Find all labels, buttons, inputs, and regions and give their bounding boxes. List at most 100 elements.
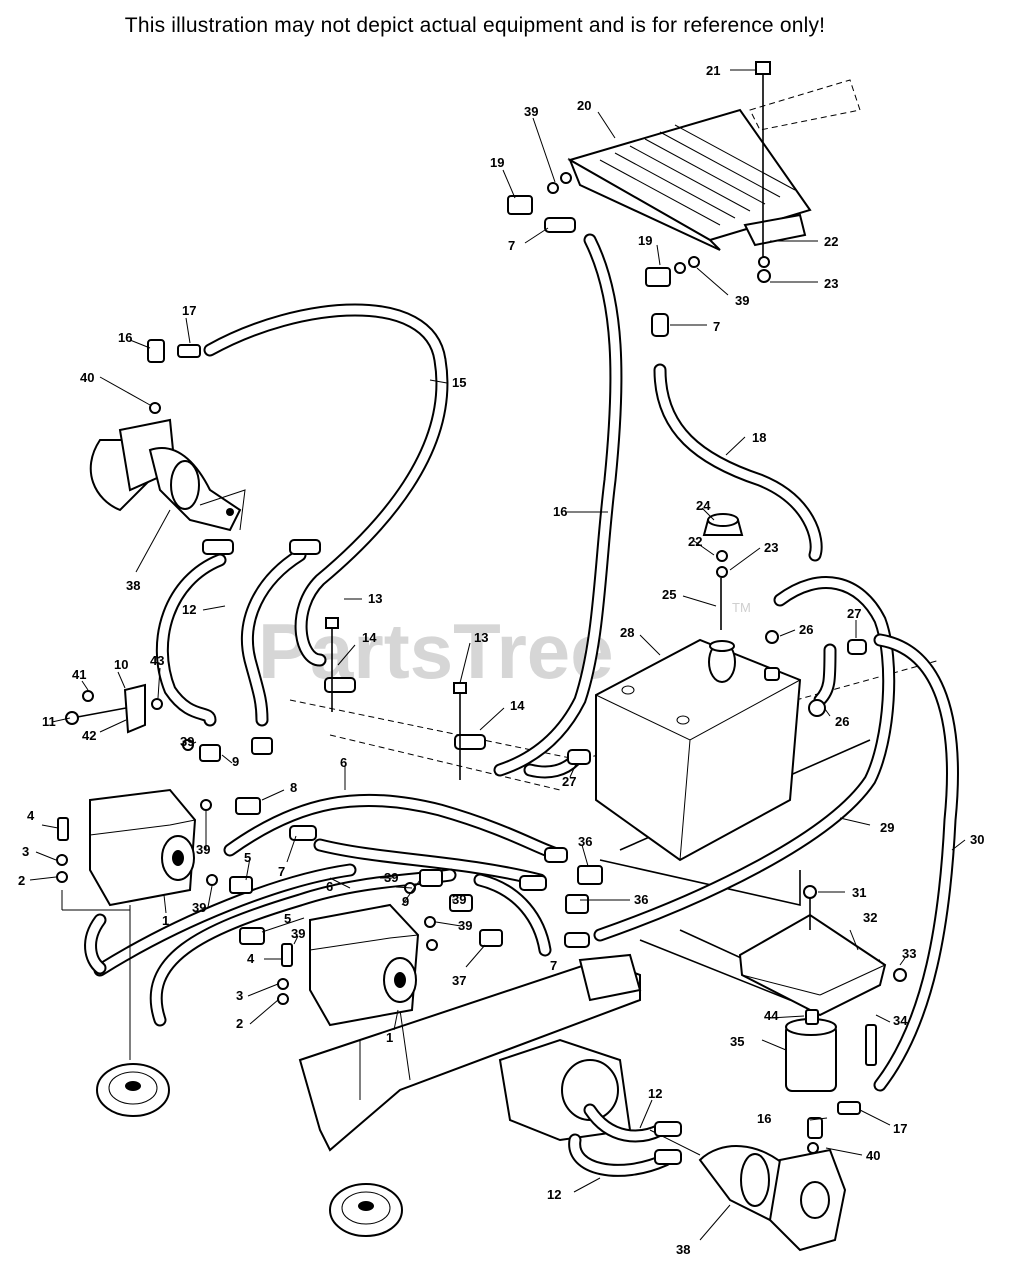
callout-21: 21 <box>706 63 720 78</box>
disclaimer-text: This illustration may not depict actual … <box>124 14 826 37</box>
callout-9b: 9 <box>232 754 239 769</box>
callout-38: 38 <box>126 578 140 593</box>
callout-41: 41 <box>72 667 86 682</box>
hydraulic-motor-upper <box>89 418 246 532</box>
fittings-pump-left <box>182 737 317 894</box>
hydraulic-tank <box>595 638 802 862</box>
callout-2b: 2 <box>18 873 25 888</box>
callout-27: 27 <box>847 606 861 621</box>
callout-7c: 7 <box>550 958 557 973</box>
callout-17: 17 <box>182 303 196 318</box>
nut-23-top <box>757 269 771 283</box>
callout-2: 2 <box>236 1016 243 1031</box>
callout-38b: 38 <box>676 1242 690 1257</box>
callout-31: 31 <box>852 885 866 900</box>
clamps-14 <box>324 617 486 780</box>
hoses <box>84 233 959 1177</box>
callout-37: 37 <box>452 973 466 988</box>
callout-22: 22 <box>824 234 838 249</box>
callout-22b: 22 <box>688 534 702 549</box>
hydraulic-filter <box>785 1009 837 1092</box>
callout-20: 20 <box>577 98 591 113</box>
callout-16: 16 <box>118 330 132 345</box>
callout-13b: 13 <box>474 630 488 645</box>
callout-39g: 39 <box>192 900 206 915</box>
callout-39f: 39 <box>291 926 305 941</box>
oil-cooler <box>567 108 812 251</box>
callout-16b: 16 <box>553 504 567 519</box>
callout-32: 32 <box>863 910 877 925</box>
wheel-hub-left <box>96 1063 170 1117</box>
callout-39e: 39 <box>384 870 398 885</box>
callout-12c: 12 <box>648 1086 662 1101</box>
callout-19b: 19 <box>638 233 652 248</box>
wheel-hub-right <box>329 1183 403 1237</box>
callout-3b: 3 <box>22 844 29 859</box>
callout-8: 8 <box>290 780 297 795</box>
callout-14: 14 <box>362 630 377 645</box>
callout-6: 6 <box>326 879 333 894</box>
callout-27b: 27 <box>562 774 576 789</box>
callout-17b: 17 <box>893 1121 907 1136</box>
callout-labels: 21 20 39 19 7 22 23 19 39 7 18 15 17 16 … <box>18 63 984 1257</box>
callout-39h: 39 <box>196 842 210 857</box>
callout-19: 19 <box>490 155 504 170</box>
breather-cap <box>702 513 744 630</box>
fittings-cooler <box>507 172 700 337</box>
callout-40b: 40 <box>866 1148 880 1163</box>
callout-15: 15 <box>452 375 466 390</box>
callout-9: 9 <box>402 894 409 909</box>
cooler-bracket <box>749 61 861 260</box>
callout-39b: 39 <box>735 293 749 308</box>
fittings-pump-right <box>239 847 603 951</box>
mount-bracket <box>65 683 163 734</box>
callout-23: 23 <box>824 276 838 291</box>
callout-33: 33 <box>902 946 916 961</box>
watermark: PartsTree <box>258 607 614 695</box>
callout-6b: 6 <box>340 755 347 770</box>
callout-10: 10 <box>114 657 128 672</box>
callout-29: 29 <box>880 820 894 835</box>
callout-25: 25 <box>662 587 676 602</box>
callout-26: 26 <box>799 622 813 637</box>
callout-18: 18 <box>752 430 766 445</box>
callout-39d: 39 <box>452 892 466 907</box>
fittings-motor-lower <box>654 1101 861 1165</box>
callout-30: 30 <box>970 832 984 847</box>
callout-13: 13 <box>368 591 382 606</box>
watermark-tm: TM <box>732 600 751 615</box>
callout-28: 28 <box>620 625 634 640</box>
callout-7b: 7 <box>713 319 720 334</box>
callout-26b: 26 <box>835 714 849 729</box>
callout-7: 7 <box>508 238 515 253</box>
callout-5: 5 <box>284 911 291 926</box>
callout-4b: 4 <box>27 808 35 823</box>
callout-39c: 39 <box>458 918 472 933</box>
filter-mount-plate <box>738 885 907 1066</box>
leader-lines <box>29 69 966 1241</box>
callout-4: 4 <box>247 951 255 966</box>
callout-3: 3 <box>236 988 243 1003</box>
fittings-motor-upper <box>147 339 321 555</box>
callout-39i: 39 <box>180 734 194 749</box>
callout-16c: 16 <box>757 1111 771 1126</box>
callout-44: 44 <box>764 1008 779 1023</box>
callout-34: 34 <box>893 1013 908 1028</box>
hydraulic-motor-lower <box>649 1129 847 1252</box>
washer-22-top <box>758 256 770 268</box>
callout-11: 11 <box>42 714 56 729</box>
callout-12: 12 <box>182 602 196 617</box>
callout-1: 1 <box>386 1030 393 1045</box>
callout-5b: 5 <box>244 850 251 865</box>
callout-42: 42 <box>82 728 96 743</box>
callout-14b: 14 <box>510 698 525 713</box>
hydraulic-pump-right <box>277 903 420 1027</box>
callout-23b: 23 <box>764 540 778 555</box>
callout-12b: 12 <box>547 1187 561 1202</box>
callout-36b: 36 <box>578 834 592 849</box>
fittings-tank <box>567 630 867 765</box>
callout-24: 24 <box>696 498 711 513</box>
callout-35: 35 <box>730 1034 744 1049</box>
callout-40: 40 <box>80 370 94 385</box>
